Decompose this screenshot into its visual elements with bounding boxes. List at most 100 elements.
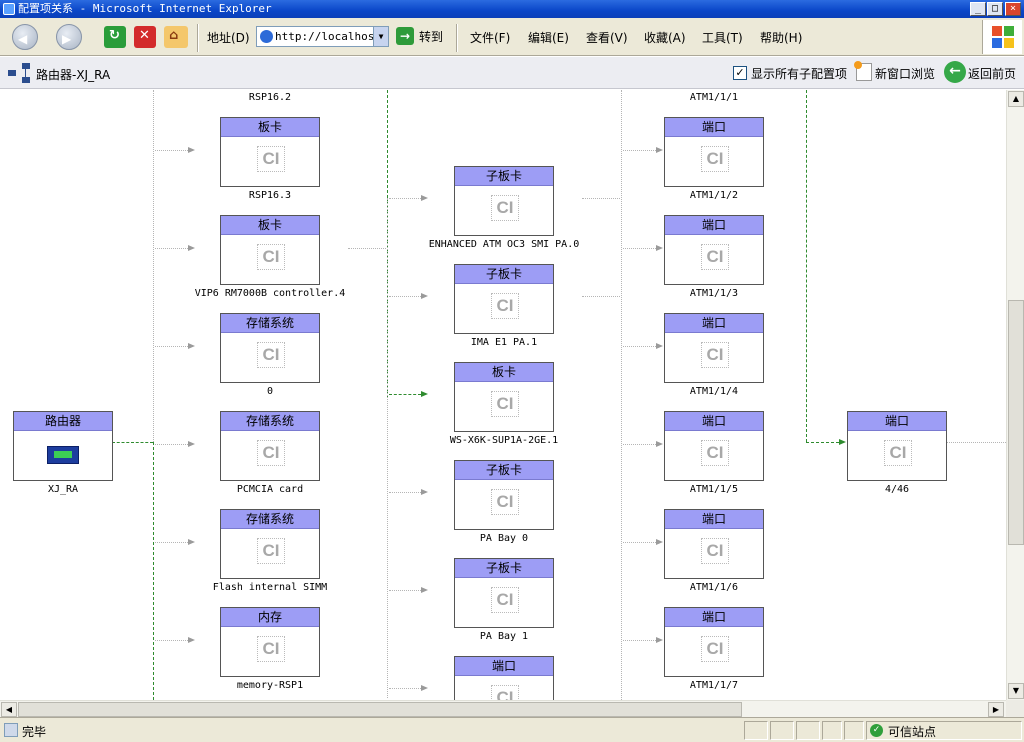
ci-type: 端口: [665, 314, 763, 333]
vertical-scroll-thumb[interactable]: [1008, 300, 1024, 545]
ci-icon: CI: [491, 293, 519, 319]
ci-type: 端口: [665, 510, 763, 529]
windows-logo-yellow: [1004, 38, 1014, 48]
ci-type: 板卡: [455, 363, 553, 382]
ci-label: PA Bay 0: [479, 533, 529, 544]
address-value: http://localhost: [275, 30, 381, 43]
windows-logo-blue: [992, 38, 1002, 48]
edge-arrow: [421, 195, 428, 201]
ci-icon: CI: [701, 440, 729, 466]
maximize-button[interactable]: □: [987, 2, 1003, 16]
address-dropdown-icon[interactable]: ▼: [373, 27, 388, 46]
back-page-link[interactable]: 返回前页: [968, 67, 1017, 81]
scroll-left-arrow-icon[interactable]: ◀: [1, 702, 17, 717]
ci-node[interactable]: 端口 CI: [664, 117, 764, 187]
ci-type: 子板卡: [455, 265, 553, 284]
ci-type: 板卡: [221, 118, 319, 137]
menu-edit[interactable]: 编辑(E): [528, 31, 569, 45]
window-title-bar: 配置项关系 - Microsoft Internet Explorer _ □ …: [0, 0, 1024, 18]
edge-col2-col3-b: [582, 296, 620, 297]
ci-icon: CI: [701, 244, 729, 270]
ci-label: ATM1/1/4: [689, 386, 739, 397]
menu-view[interactable]: 查看(V): [586, 31, 628, 45]
tree-line: [25, 69, 26, 77]
edge-arrow: [188, 441, 195, 447]
scroll-down-arrow-icon[interactable]: ▼: [1008, 683, 1024, 699]
new-window-link[interactable]: 新窗口浏览: [875, 67, 936, 81]
edge-arrow: [188, 539, 195, 545]
ci-icon: CI: [257, 244, 285, 270]
refresh-button[interactable]: ↻: [104, 26, 126, 48]
window-title: 配置项关系 - Microsoft Internet Explorer: [18, 2, 272, 15]
ci-label: IMA E1 PA.1: [470, 337, 538, 348]
ci-icon: CI: [884, 440, 912, 466]
ci-icon: CI: [257, 146, 285, 172]
close-button[interactable]: ×: [1005, 2, 1021, 16]
home-icon: ⌂: [169, 28, 179, 43]
edge-col2-trunk: [387, 198, 388, 698]
edge-col4-trunk: [806, 90, 807, 442]
edge-col4-0: [806, 442, 839, 443]
ci-type: 子板卡: [455, 167, 553, 186]
stop-button[interactable]: ✕: [134, 26, 156, 48]
forward-button[interactable]: ▶: [56, 24, 82, 50]
vertical-scrollbar[interactable]: ▲ ▼: [1006, 90, 1024, 700]
scroll-right-arrow-icon[interactable]: ▶: [988, 702, 1004, 717]
new-window-icon[interactable]: [854, 61, 872, 81]
show-all-checkbox[interactable]: ✓: [733, 66, 747, 80]
ci-label: memory-RSP1: [236, 680, 304, 691]
ci-type: 端口: [665, 118, 763, 137]
menu-file[interactable]: 文件(F): [470, 31, 511, 45]
scroll-up-arrow-icon[interactable]: ▲: [1008, 91, 1024, 107]
ci-node[interactable]: 板卡 CI: [220, 215, 320, 285]
home-button[interactable]: ⌂: [164, 26, 188, 48]
edge-arrow: [188, 637, 195, 643]
ci-type: 存储系统: [221, 412, 319, 431]
status-text: 完毕: [22, 725, 47, 739]
horizontal-scroll-thumb[interactable]: [18, 702, 742, 717]
show-all-label[interactable]: 显示所有子配置项: [751, 67, 848, 81]
tree-node-icon: [22, 63, 30, 69]
ci-node-root[interactable]: 路由器: [13, 411, 113, 481]
ci-type: 板卡: [221, 216, 319, 235]
minimize-button[interactable]: _: [970, 2, 986, 16]
horizontal-scrollbar[interactable]: ◀ ▶: [0, 700, 1006, 717]
back-arrow-icon[interactable]: ←: [944, 61, 966, 83]
ci-type: 端口: [455, 657, 553, 676]
refresh-icon: ↻: [109, 28, 120, 43]
edge-col1-3: [155, 444, 188, 445]
ci-label: ATM1/1/6: [689, 582, 739, 593]
edge-col1-col2: [348, 248, 386, 249]
ci-node[interactable]: 子板卡 CI: [454, 264, 554, 334]
menu-favorites[interactable]: 收藏(A): [644, 31, 686, 45]
edge-col2-4: [389, 590, 421, 591]
ci-type: 内存: [221, 608, 319, 627]
edge-arrow: [656, 343, 663, 349]
back-button[interactable]: ◀: [12, 24, 38, 50]
ci-type: 子板卡: [455, 559, 553, 578]
menu-tools[interactable]: 工具(T): [702, 31, 743, 45]
ci-label: ENHANCED ATM OC3 SMI PA.0: [428, 239, 580, 250]
ci-node[interactable]: 板卡 CI: [220, 117, 320, 187]
ci-icon: CI: [701, 146, 729, 172]
menu-help[interactable]: 帮助(H): [760, 31, 803, 45]
go-button[interactable]: → 转到: [396, 26, 448, 48]
edge-col2-col3-a: [582, 198, 620, 199]
address-input[interactable]: http://localhost ▼: [256, 26, 389, 47]
edge-col3-1: [623, 248, 656, 249]
